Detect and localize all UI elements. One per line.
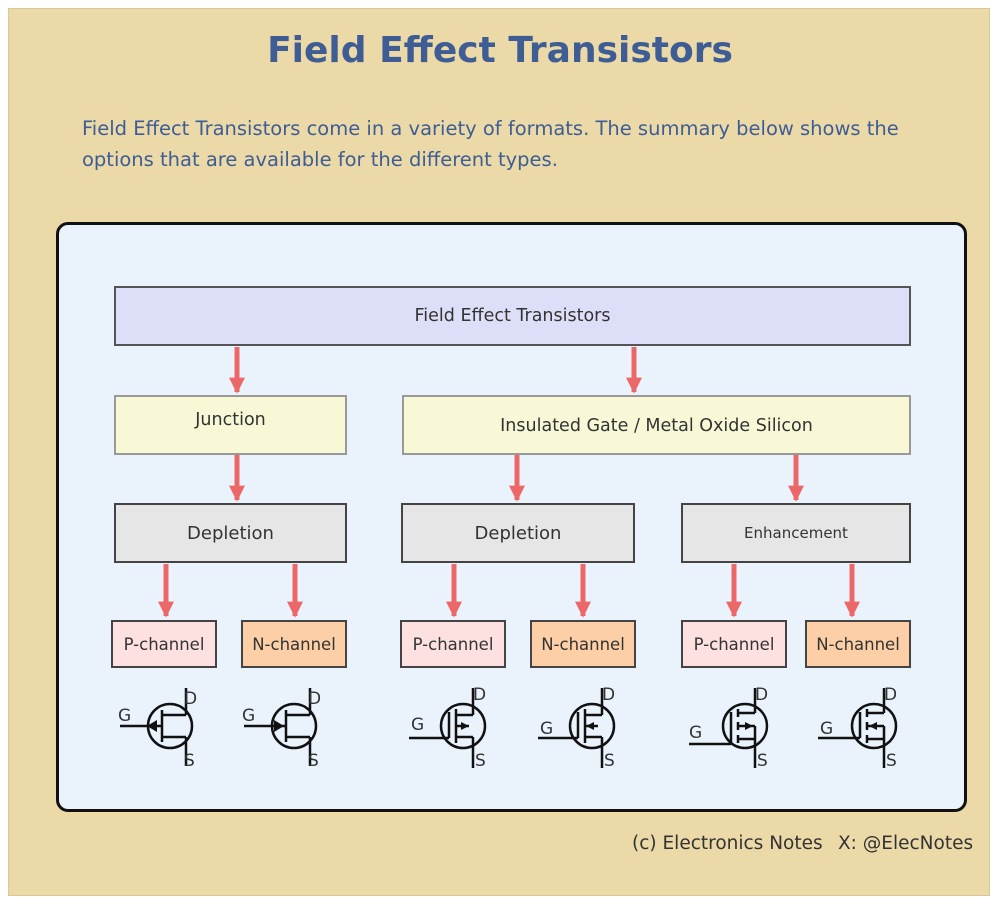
jfet-p-channel-box: P-channel (111, 620, 217, 668)
jfet-n-channel-symbol: G D S (242, 688, 321, 771)
depletion-n-channel-symbol: G D S (538, 685, 616, 771)
enhancement-p-channel-symbol: G D S (689, 685, 769, 771)
gate-label: G (689, 723, 702, 743)
footer-copyright: (c) Electronics Notes (632, 833, 823, 854)
depletion-p-channel-box: P-channel (400, 620, 506, 668)
enhancement-p-channel-box: P-channel (681, 620, 787, 668)
gate-label: G (820, 719, 833, 739)
drain-label: D (473, 685, 486, 705)
source-label: S (184, 751, 195, 771)
jfet-p-channel-symbol: G D S (118, 688, 197, 771)
junction-box: Junction (114, 395, 347, 455)
page-title: Field Effect Transistors (267, 30, 733, 71)
drain-label: D (602, 685, 615, 705)
jfet-n-channel-box: N-channel (241, 620, 347, 668)
source-label: S (308, 751, 319, 771)
igfet-depletion-box: Depletion (401, 503, 635, 563)
igfet-box: Insulated Gate / Metal Oxide Silicon (402, 395, 911, 455)
depletion-p-channel-symbol: G D S (409, 685, 487, 771)
junction-depletion-box: Depletion (114, 503, 347, 563)
depletion-n-channel-box: N-channel (530, 620, 636, 668)
footer-social: X: @ElecNotes (838, 833, 974, 854)
gate-label: G (118, 706, 131, 726)
drain-label: D (184, 689, 197, 709)
source-label: S (886, 751, 897, 771)
intro-text: Field Effect Transistors come in a varie… (82, 117, 899, 171)
drain-label: D (884, 685, 897, 705)
gate-label: G (540, 719, 553, 739)
gate-label: G (242, 706, 255, 726)
gate-label: G (411, 715, 424, 735)
drain-label: D (308, 689, 321, 709)
source-label: S (604, 751, 615, 771)
root-box: Field Effect Transistors (114, 286, 911, 346)
enhancement-n-channel-symbol: G D S (818, 685, 898, 771)
source-label: S (475, 751, 486, 771)
drain-label: D (755, 685, 768, 705)
source-label: S (757, 751, 768, 771)
igfet-enhancement-box: Enhancement (681, 503, 911, 563)
enhancement-n-channel-box: N-channel (805, 620, 911, 668)
